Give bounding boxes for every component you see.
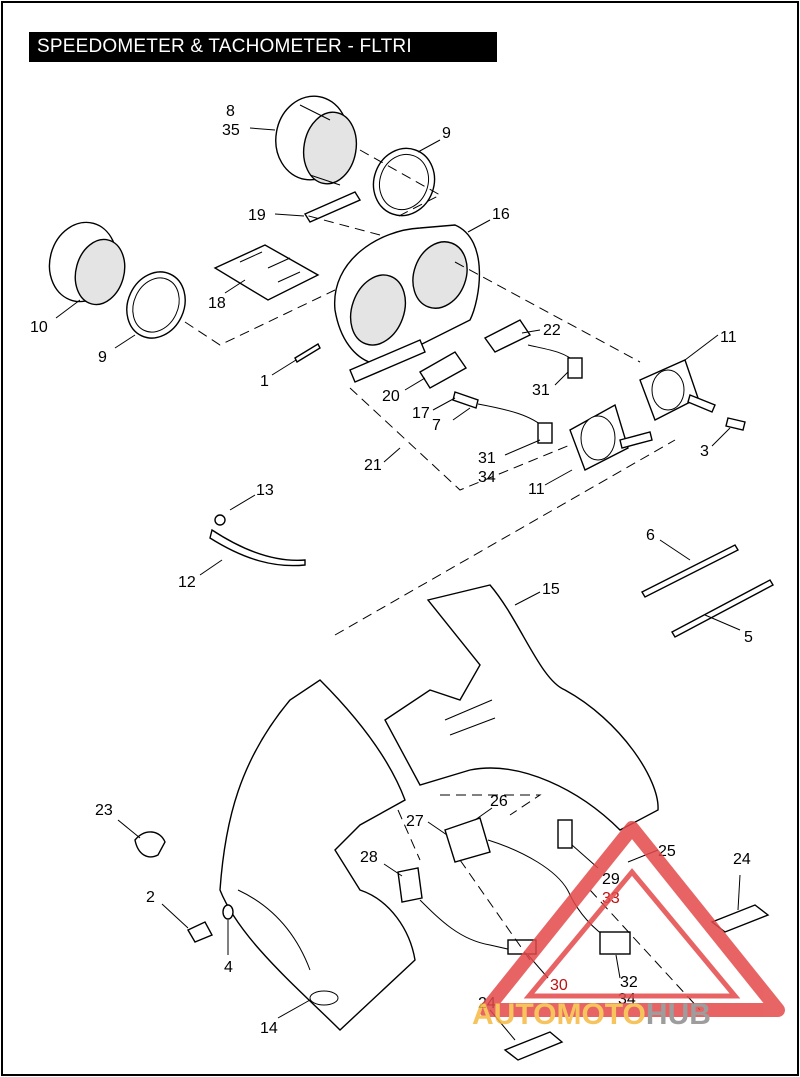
callout-3: 3 [700,443,709,460]
callout-35: 35 [222,122,240,139]
callout-15: 15 [542,581,560,598]
callout-leaders [55,127,741,1041]
callout-20: 20 [382,388,400,405]
callout-34: 34 [478,469,496,486]
callout-8: 8 [226,103,235,120]
svg-text:AUTOMOTOHUB: AUTOMOTOHUB [472,998,711,1031]
watermark-text-hub: HUB [646,998,711,1031]
part-1-screw [294,343,321,363]
callout-19: 19 [248,207,266,224]
callout-23: 23 [95,802,113,819]
callout-29: 29 [602,871,620,888]
callout-11: 11 [720,329,737,346]
callout-22: 22 [543,322,561,339]
callout-17: 17 [412,405,430,422]
part-26-connector [444,817,491,863]
watermark-text-automoto: AUTOMOTO [472,998,646,1031]
part-2-screw [187,921,213,943]
part-25-plug [557,819,573,849]
part-5-cable-tie [671,579,774,638]
part-12-strap [209,528,306,567]
part-31-plug-b [537,422,553,444]
assembly-lines [184,149,701,1011]
part-31-plug-a [567,357,583,379]
callout-12: 12 [178,574,196,591]
callout-4: 4 [224,959,233,976]
part-18-decal [213,244,320,301]
part-24-pad-b [503,1031,564,1061]
callout-32: 32 [620,974,638,991]
callout-18: 18 [208,295,226,312]
part-11-bracket-a [639,359,716,421]
part-13-clip [214,514,226,526]
part-11-bracket-b [569,403,653,471]
part-4-washer [222,904,234,920]
callout-16: 16 [492,206,510,223]
watermark-logo: AUTOMOTOHUB [472,821,785,1031]
diagram-title: SPEEDOMETER & TACHOMETER - FLTRI [29,32,497,62]
part-8-gauge [275,95,358,186]
callout-9: 9 [98,349,107,366]
callout-27: 27 [406,813,424,830]
callout-24: 24 [733,851,751,868]
watermark-triangle-inner [523,868,741,999]
callout-11: 11 [528,481,545,498]
part-3-screw [725,417,746,431]
part-14-lower-cover [219,679,416,1031]
part-32-connector [599,931,631,955]
callout-5: 5 [744,629,753,646]
callout-14: 14 [260,1020,278,1037]
callout-21: 21 [364,457,382,474]
part-9-ring-left [126,271,186,339]
callout-2: 2 [146,889,155,906]
part-20-connector [419,351,468,389]
part-28-connector [397,867,423,903]
part-19-strip [303,191,362,223]
part-9-ring-top [372,147,436,217]
callout-10: 10 [30,319,48,336]
callout-30: 30 [550,977,568,994]
part-22-connector [483,319,532,353]
callout-6: 6 [646,527,655,544]
watermark-triangle [479,821,785,1017]
part-23-clip [134,831,166,858]
callout-1: 1 [260,373,269,390]
part-16-housing [334,224,481,383]
callout-31: 31 [478,450,496,467]
callout-7: 7 [432,417,441,434]
callout-26: 26 [490,793,508,810]
part-15-upper-cover [384,584,659,831]
callout-13: 13 [256,482,274,499]
callout-28: 28 [360,849,378,866]
callout-9: 9 [442,125,451,142]
part-10-gauge [48,221,126,306]
part-17-lamp [452,391,479,409]
part-6-cable-tie [641,544,739,598]
callout-31: 31 [532,382,550,399]
